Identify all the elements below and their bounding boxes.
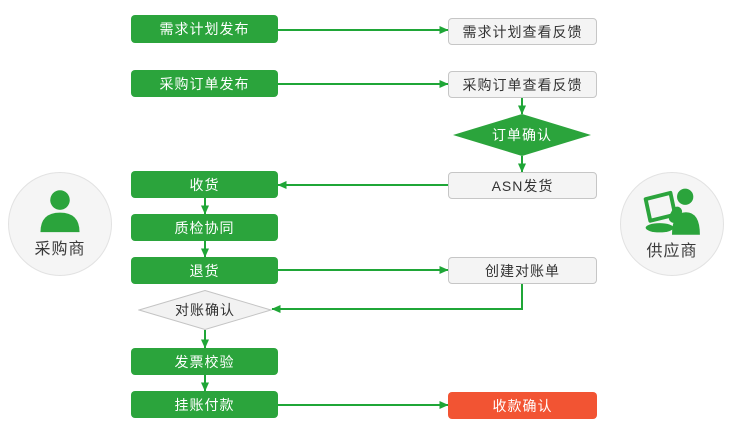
- diamond-shape: [453, 114, 591, 156]
- node-label: 对账确认: [175, 302, 235, 318]
- actor-buyer-label: 采购商: [34, 241, 86, 258]
- node-label: 订单确认: [492, 127, 552, 143]
- node-invoice-verification: 发票校验: [131, 348, 278, 375]
- node-demand-plan-publish: 需求计划发布: [131, 15, 278, 43]
- node-asn-shipment: ASN发货: [448, 172, 597, 199]
- node-reconciliation-confirm: 对账确认: [138, 290, 272, 330]
- node-demand-plan-feedback: 需求计划查看反馈: [448, 18, 597, 45]
- person-icon: [40, 190, 80, 233]
- node-quality-collaboration: 质检协同: [131, 214, 278, 241]
- node-create-reconciliation: 创建对账单: [448, 257, 597, 284]
- node-return-goods: 退货: [131, 257, 278, 284]
- node-receipt-confirm: 收款确认: [448, 392, 597, 419]
- edge-create-recon-to-recon-confirm: [271, 284, 523, 313]
- actor-buyer: 采购商: [8, 172, 112, 276]
- actor-supplier-label: 供应商: [646, 242, 698, 260]
- actor-supplier: 供应商: [620, 172, 724, 276]
- node-receive-goods: 收货: [131, 171, 278, 198]
- node-po-publish: 采购订单发布: [131, 70, 278, 97]
- person-with-laptop-icon: [643, 188, 700, 235]
- node-account-payment: 挂账付款: [131, 391, 278, 418]
- diamond-shape: [138, 290, 272, 330]
- node-order-confirm: 订单确认: [453, 114, 591, 156]
- node-po-feedback: 采购订单查看反馈: [448, 71, 597, 98]
